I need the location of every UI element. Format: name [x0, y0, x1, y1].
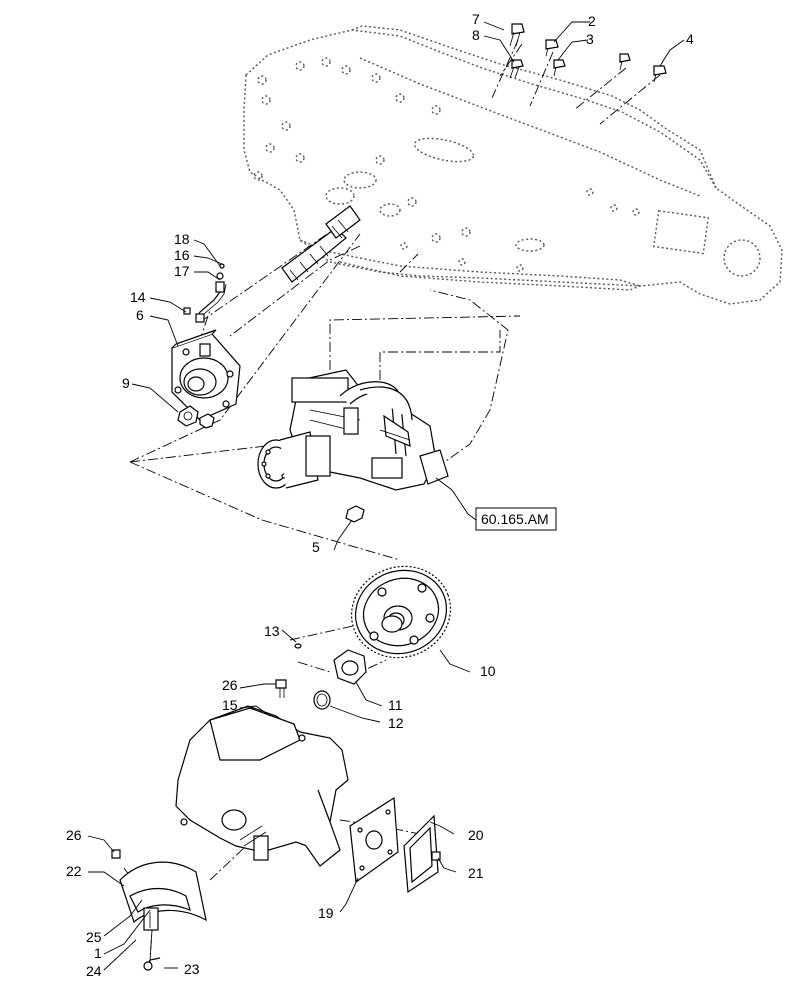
- bolt-8: [509, 59, 524, 79]
- leader-lines: [87, 21, 685, 971]
- shield-screw-top: [275, 679, 287, 698]
- bolt-top-right-a: [619, 53, 631, 71]
- callout-15: 15: [222, 697, 238, 713]
- cover-plate: [349, 796, 399, 884]
- gasket: [403, 814, 439, 894]
- assembly-lines: [123, 39, 661, 959]
- callout-22: 22: [66, 863, 82, 879]
- callout-13: 13: [264, 623, 280, 639]
- callout-4: 4: [686, 31, 694, 47]
- grease-line: [183, 263, 227, 323]
- section-reference-box[interactable]: 60.165.AM: [475, 507, 557, 531]
- frame-ghost-outline: [243, 25, 783, 305]
- callout-5: 5: [312, 539, 320, 555]
- snap-ring: [313, 690, 331, 710]
- bearing-flange: [171, 329, 241, 421]
- spur-gear: [350, 565, 452, 659]
- bolt-3: [553, 59, 566, 77]
- callout-9: 9: [122, 375, 130, 391]
- callout-20: 20: [468, 827, 484, 843]
- hinge-pin: [143, 929, 161, 971]
- callout-6: 6: [136, 307, 144, 323]
- callout-14: 14: [130, 289, 146, 305]
- bolt-2: [545, 39, 559, 57]
- callout-3: 3: [586, 31, 594, 47]
- gearbox-nut: [345, 505, 365, 523]
- callout-17: 17: [174, 263, 190, 279]
- callout-23: 23: [184, 961, 200, 977]
- callout-1: 1: [94, 945, 102, 961]
- callout-labels: 7 8 2 3 4 18 16 17 14 6 9 5 13 10 26 15 …: [66, 11, 694, 979]
- callout-19: 19: [318, 905, 334, 921]
- bolt-4: [653, 65, 667, 83]
- gearbox-assembly: [257, 369, 449, 491]
- callout-12: 12: [388, 715, 404, 731]
- callout-24: 24: [86, 963, 102, 979]
- section-reference-label: 60.165.AM: [481, 511, 549, 527]
- callout-10: 10: [480, 663, 496, 679]
- callout-2: 2: [588, 13, 596, 29]
- flange-nut-2: [199, 413, 215, 429]
- gear-shield: [175, 705, 349, 867]
- callout-26-bottom: 26: [66, 827, 82, 843]
- bolt-7: [509, 23, 525, 47]
- callout-11: 11: [388, 697, 403, 713]
- callout-8: 8: [472, 27, 480, 43]
- callout-18: 18: [174, 231, 190, 247]
- callout-7: 7: [472, 11, 480, 27]
- pivot-pin: [239, 825, 267, 847]
- spline-shaft: [281, 205, 361, 283]
- gear-nut: [333, 649, 367, 685]
- callout-21: 21: [468, 865, 484, 881]
- callout-16: 16: [174, 247, 190, 263]
- flange-nut: [177, 405, 199, 427]
- roll-pin: [294, 643, 302, 649]
- callout-26-top: 26: [222, 677, 238, 693]
- half-shield: [119, 861, 207, 931]
- callout-25: 25: [86, 929, 102, 945]
- gasket-bolt: [431, 851, 441, 861]
